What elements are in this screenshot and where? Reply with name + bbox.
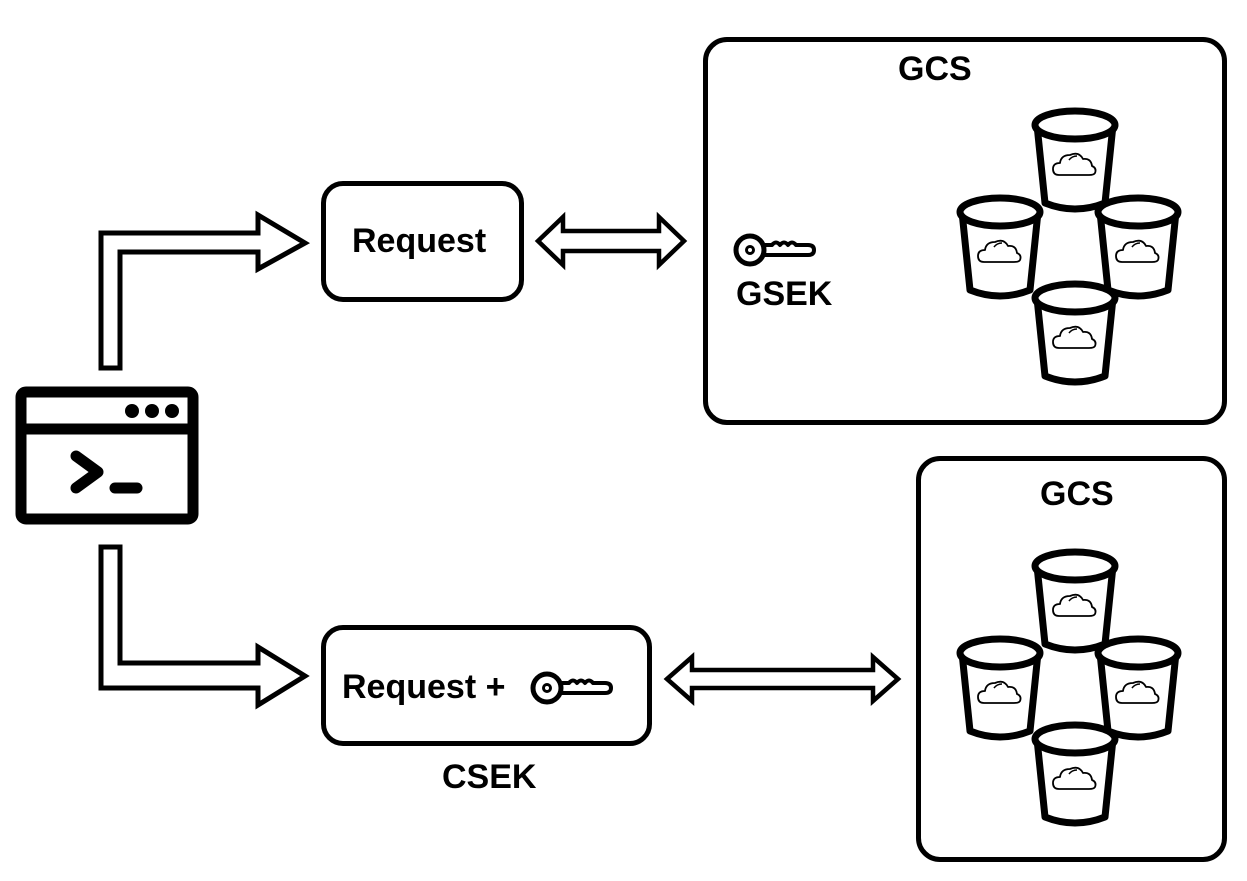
- bucket-icon: [960, 639, 1040, 737]
- gcs-label-bottom: GCS: [1040, 475, 1114, 513]
- double-arrow-bottom: [663, 652, 902, 706]
- request-box-top: [321, 181, 524, 302]
- double-arrow-top: [534, 211, 688, 271]
- bucket-icon: [960, 198, 1040, 296]
- request-box-bottom: [321, 625, 652, 746]
- elbow-arrow-bottom: [98, 544, 310, 710]
- bucket-icon: [1035, 552, 1115, 650]
- terminal-window-icon: [15, 386, 199, 525]
- bucket-icon: [1098, 198, 1178, 296]
- bucket-icon: [1098, 639, 1178, 737]
- bucket-cluster-top: [960, 111, 1178, 382]
- gcs-container-top: [703, 37, 1227, 425]
- bucket-cluster-bottom: [960, 552, 1178, 823]
- bucket-icon: [1035, 725, 1115, 823]
- bucket-icon: [1035, 284, 1115, 382]
- gsek-label: GSEK: [736, 275, 833, 313]
- key-icon-gsek: [736, 236, 814, 264]
- gcs-container-bottom: [916, 456, 1227, 862]
- request-label-top: Request: [352, 222, 487, 260]
- csek-label: CSEK: [442, 758, 537, 796]
- elbow-arrow-top: [98, 210, 311, 371]
- bucket-icon: [1035, 111, 1115, 209]
- request-label-bottom: Request +: [342, 668, 506, 706]
- gcs-label-top: GCS: [898, 50, 972, 88]
- key-icon-csek: [533, 674, 611, 702]
